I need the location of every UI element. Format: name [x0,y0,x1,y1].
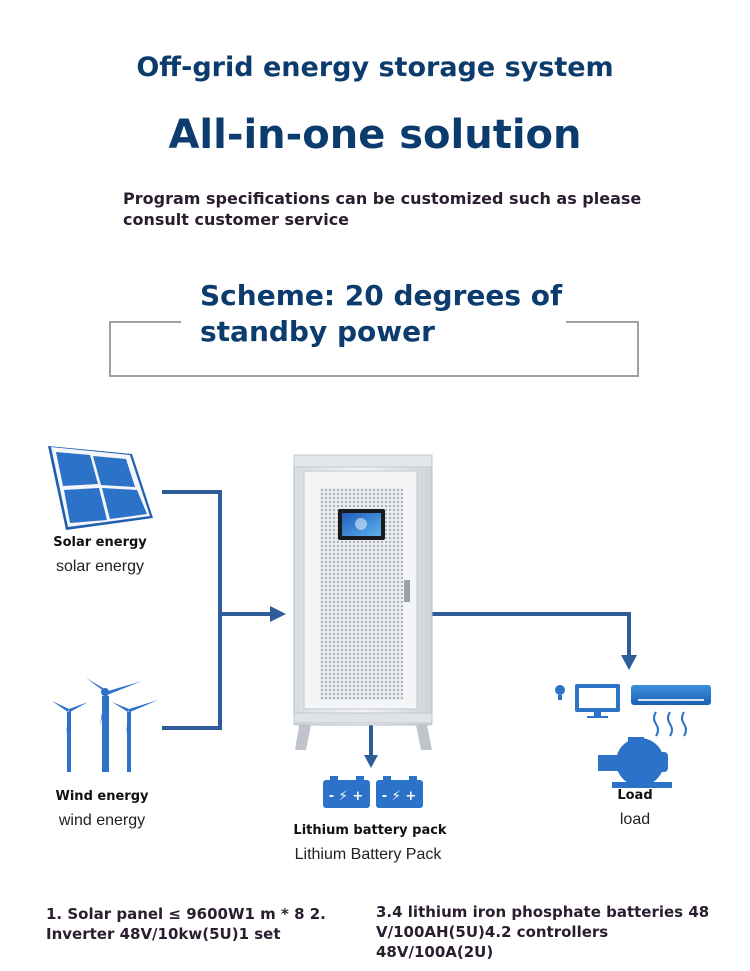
scheme-frame-top-left [109,321,181,323]
scheme-title: Scheme: 20 degrees of standby power [200,279,563,348]
arrow-to-load [621,655,637,670]
wind-label: wind energy [58,812,146,829]
scheme-frame-top-right [566,321,639,323]
wind-connector [162,614,222,730]
solar-panel-icon [48,446,153,530]
svg-text:- ⚡ +: - ⚡ + [329,789,363,804]
battery-label: Lithium Battery Pack [294,846,442,863]
scheme-frame [109,321,639,377]
wind-turbine-icon [52,678,158,772]
load-connector [431,612,631,660]
load-label: load [619,811,651,828]
battery-label-bold: Lithium battery pack [293,823,447,838]
inverter-cabinet-icon [293,454,433,750]
solar-label: solar energy [55,558,145,575]
page-title: Off-grid energy storage system [136,52,614,83]
spec-left: 1. Solar panel ≤ 9600W1 m * 8 2. Inverte… [46,905,326,943]
connector-lines [162,490,631,758]
svg-text:- ⚡ +: - ⚡ + [382,789,416,804]
arrow-to-inverter [270,606,286,622]
solar-connector [162,490,282,616]
subtitle: Program specifications can be customized… [123,189,642,229]
solar-label-bold: Solar energy [53,535,147,550]
wind-label-bold: Wind energy [55,789,149,804]
arrow-to-battery [364,755,378,768]
spec-right: 3.4 lithium iron phosphate batteries 48 … [376,903,710,961]
appliances-icon [555,684,711,788]
load-label-bold: Load [617,788,653,803]
headline: All-in-one solution [168,112,582,158]
battery-icon: - ⚡ + - ⚡ + [323,776,423,808]
